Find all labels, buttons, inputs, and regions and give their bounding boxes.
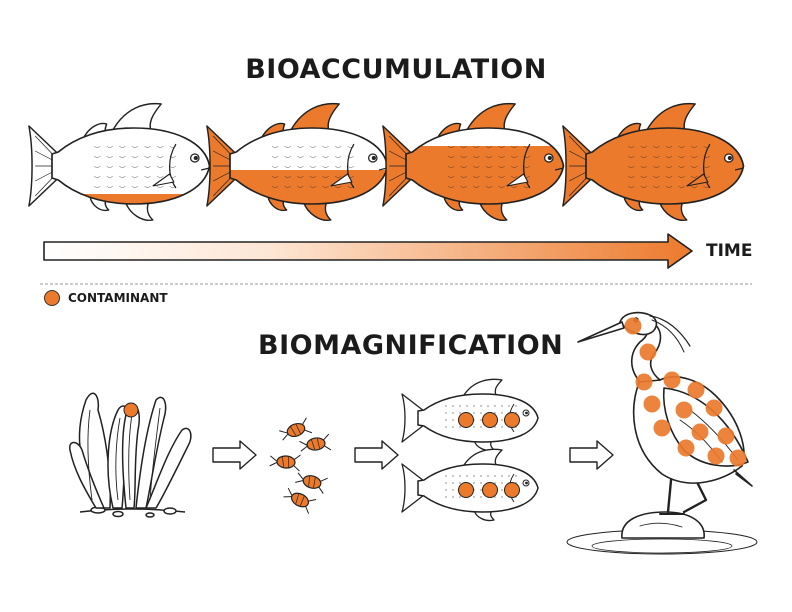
legend: CONTAMINANT [44,290,168,306]
contaminant-dot [504,412,520,428]
contaminant-dot [705,399,723,417]
contaminant-dot [675,401,693,419]
contaminant-dot [643,395,661,413]
bioaccumulation-fish-row [28,102,745,221]
seaweed-plant [69,392,192,518]
bioaccumulation-fish [562,102,745,221]
right-arrow-outline-icon [569,440,614,470]
contaminant-dot [458,482,474,498]
zooplankton [295,472,328,494]
contaminant-dot [653,419,671,437]
contaminant-dot [482,482,498,498]
contaminant-dot [691,423,709,441]
time-arrow-icon [43,233,693,269]
bioaccumulation-title: BIOACCUMULATION [245,54,547,85]
contaminant-dot [624,317,642,335]
contaminant-dot [717,427,735,445]
heron-contaminant-dots [624,317,747,467]
zooplankton [299,433,332,452]
time-label: TIME [706,241,753,261]
contaminant-dot [504,482,520,498]
right-arrow-outline-icon [354,440,399,470]
contaminant-dot [663,371,681,389]
legend-label: CONTAMINANT [68,291,168,305]
zooplankton [279,417,313,441]
zooplankton [283,487,317,514]
biomagnification-title: BIOMAGNIFICATION [258,330,564,361]
right-arrow-outline-icon [212,440,257,470]
zooplankton [269,454,301,472]
contaminant-dot [677,439,695,457]
contaminant-dot [639,343,657,361]
contaminant-dot [707,447,725,465]
bioaccumulation-fish [206,102,389,221]
bioaccumulation-fish [382,102,565,221]
bioaccumulation-fish [28,102,211,221]
contaminant-dot [635,373,653,391]
small-fish [401,378,539,452]
contaminant-dot [123,402,139,418]
contaminant-dot [729,449,747,467]
zooplankton-group [269,417,332,514]
small-fish [401,448,539,522]
small-fish-group [401,378,539,522]
contaminant-dot [482,412,498,428]
contaminant-dot [458,412,474,428]
contaminant-swatch-icon [44,290,60,306]
contaminant-dot [687,381,705,399]
